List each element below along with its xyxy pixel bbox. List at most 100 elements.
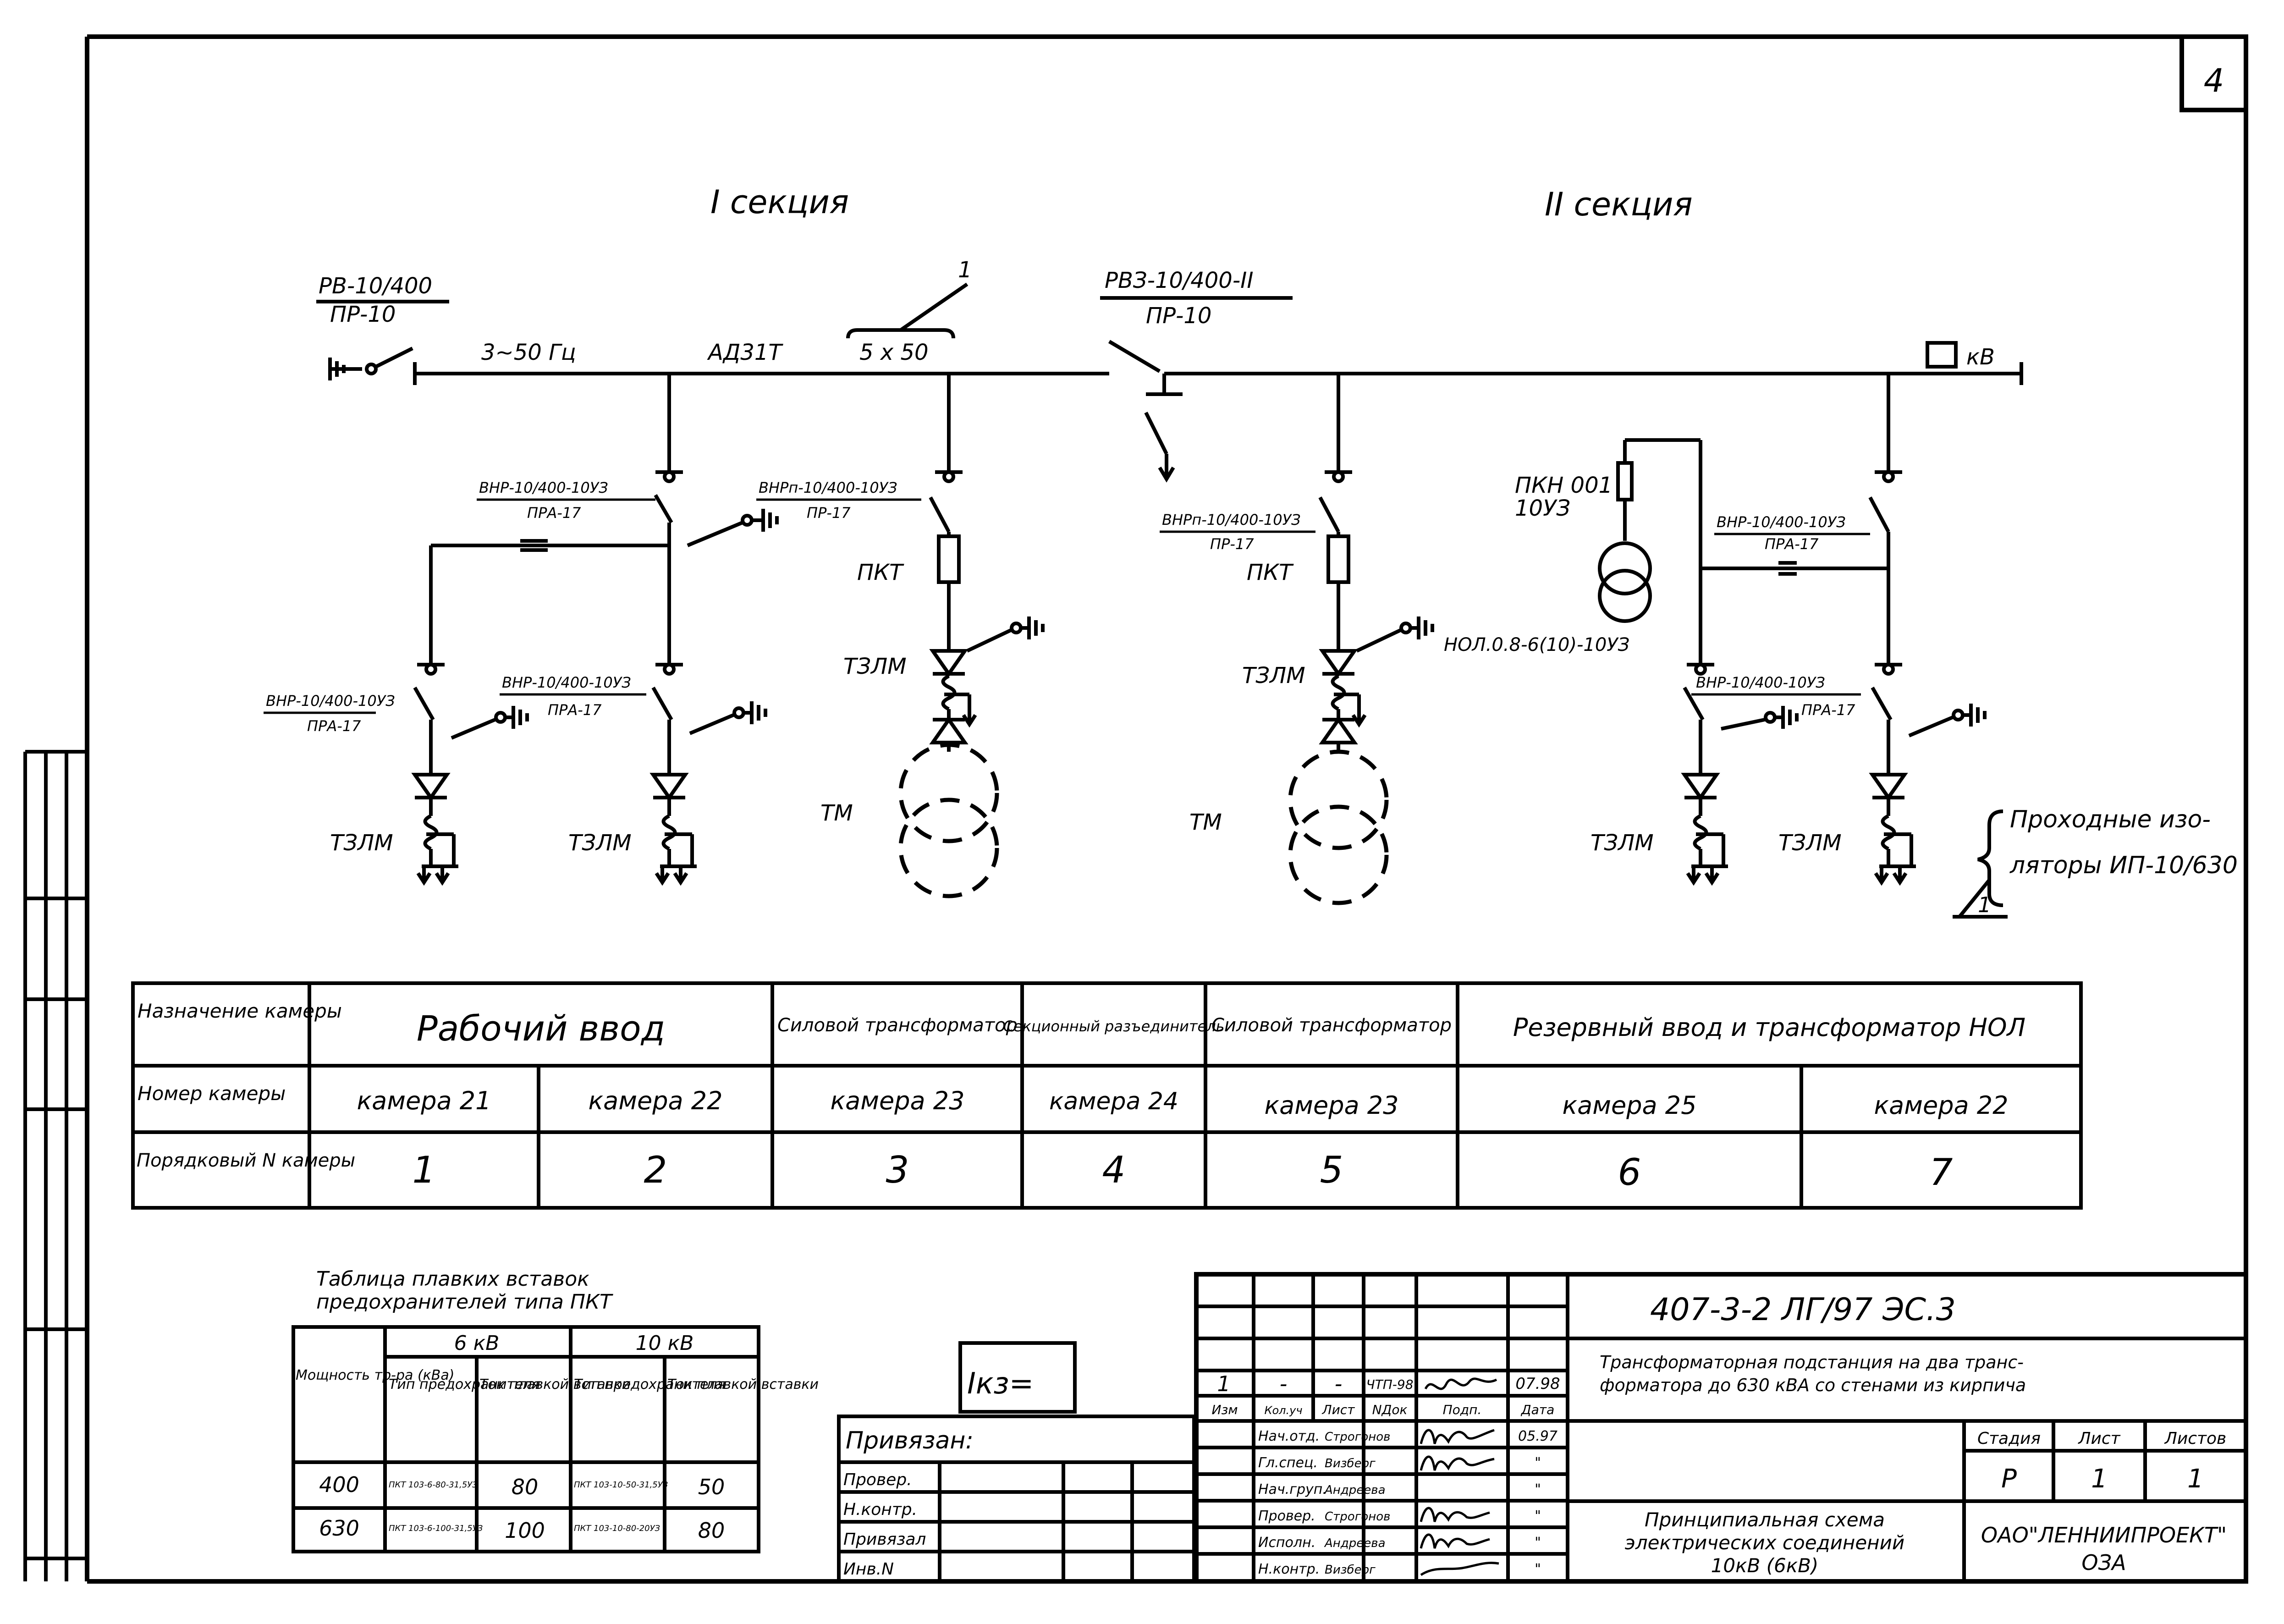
binding-block <box>837 1415 1196 1583</box>
feeder1-switch-type: ВНР-10/400-10УЗ <box>479 479 608 496</box>
insulators-callout: 1 <box>1978 892 1991 917</box>
voltage-unit: кВ <box>1966 344 1995 370</box>
ordinal-2: 2 <box>644 1149 667 1191</box>
fuse-group-10kv: 10 кВ <box>636 1332 694 1355</box>
title-block-grid <box>1194 1272 2248 1584</box>
reserve-switch-type: ВНР-10/400-10УЗ <box>1717 513 1846 531</box>
binding-row-1: Провер. <box>843 1470 912 1489</box>
chamber-number-7: камера 22 <box>1874 1091 2009 1120</box>
transformer-1-fuse: ПКТ <box>857 560 904 585</box>
transformer-1-tm: ТМ <box>820 800 853 826</box>
fuse-row1-power: 400 <box>319 1472 359 1497</box>
chamber-22-branch-right <box>1869 663 1987 886</box>
bus-frequency: 3~50 Гц <box>481 340 576 365</box>
binding-title: Привязан: <box>846 1427 974 1454</box>
sheet-value: 1 <box>2091 1464 2108 1494</box>
chamber-25-switch-type: ВНР-10/400-10УЗ <box>1696 674 1825 691</box>
sign-date-2: " <box>1535 1455 1541 1471</box>
section-2-title: II секция <box>1545 186 1693 223</box>
stage-header: Стадия <box>1977 1429 2041 1448</box>
chamber-25-switch-drive: ПРА-17 <box>1801 701 1855 719</box>
reserve-switch-drive: ПРА-17 <box>1765 535 1819 553</box>
fuse-row2-current10: 80 <box>698 1518 725 1543</box>
chamber-number-5: камера 23 <box>1265 1091 1399 1120</box>
change-doc: ЧТП-98 <box>1366 1377 1413 1392</box>
handwritten-signatures <box>1420 1429 1499 1576</box>
sign-role-6: Н.контр. <box>1258 1561 1320 1577</box>
purpose-reserve-input: Резервный ввод и трансформатор НОЛ <box>1513 1013 2025 1042</box>
doc-description-2: форматора до 630 кВА со стенами из кирпи… <box>1600 1375 2026 1395</box>
sign-name-2: Визберг <box>1325 1457 1376 1470</box>
section-switch-type: РВЗ-10/400-II <box>1105 268 1253 293</box>
insulators-note-line2: ляторы ИП-10/630 <box>2009 852 2238 879</box>
chamber-21-switch-drive: ПРА-17 <box>307 717 361 735</box>
fuse-row2-type10: ПКТ 103-10-80-20УЗ <box>574 1524 660 1533</box>
sheet-number: 4 <box>2204 62 2224 99</box>
purpose-transformer-2: Силовой трансформатор <box>1211 1015 1452 1036</box>
sign-name-4: Строгонов <box>1325 1510 1391 1524</box>
transformer-1-switch-type: ВНРп-10/400-10УЗ <box>759 479 897 496</box>
sheets-value: 1 <box>2187 1464 2204 1494</box>
drawing-name-2: электрических соединений <box>1625 1531 1904 1554</box>
sign-role-1: Нач.отд. <box>1258 1428 1320 1444</box>
fuse-power-header: Мощность тр-ра (кВа) <box>296 1367 454 1383</box>
sign-role-5: Исполн. <box>1258 1535 1315 1551</box>
sign-name-1: Строгонов <box>1325 1430 1391 1444</box>
chamber-21-switch-type: ВНР-10/400-10УЗ <box>266 692 395 710</box>
change-header-kol: Кол.уч <box>1264 1404 1302 1417</box>
sign-date-6: " <box>1535 1561 1541 1577</box>
ordinal-7: 7 <box>1930 1151 1953 1194</box>
change-date: 07.98 <box>1515 1375 1560 1393</box>
chamber-table <box>131 981 2083 1210</box>
ordinal-5: 5 <box>1320 1149 1343 1191</box>
transformer-2-ct: ТЗЛМ <box>1242 663 1305 688</box>
purpose-section-disconnector: Секционный разъединитель <box>1003 1018 1224 1035</box>
chamber-number-1: камера 21 <box>357 1086 491 1115</box>
fuse-type-header-10: Тип предохранителя <box>574 1376 726 1393</box>
change-num: 1 <box>1217 1371 1230 1396</box>
sign-name-3: Андреева <box>1324 1483 1386 1497</box>
voltage-indicator-box <box>1926 341 1958 369</box>
margin-stamp <box>23 750 87 1581</box>
pkn-fuse-type: ПКН 001 <box>1515 473 1613 498</box>
change-qty: - <box>1280 1371 1288 1396</box>
incoming-switch-type: РВ-10/400 <box>319 273 432 299</box>
fuse-group-6kv: 6 кВ <box>454 1332 500 1355</box>
section-1-title: I секция <box>710 183 849 221</box>
chamber-22b-ct: ТЗЛМ <box>1778 830 1842 856</box>
fuse-row2-current6: 100 <box>505 1518 545 1543</box>
section-disconnector <box>1108 340 1183 483</box>
organization-1: ОАО"ЛЕННИИПРОЕКТ" <box>1981 1523 2227 1547</box>
doc-code: 407-3-2 ЛГ/97 ЭС.3 <box>1650 1292 1956 1328</box>
ordinal-3: 3 <box>886 1149 909 1191</box>
fuse-row2-power: 630 <box>319 1516 359 1541</box>
reserve-input-feeder <box>1598 374 1902 666</box>
chamber-number-3: камера 23 <box>831 1086 965 1115</box>
sign-name-6: Визберг <box>1325 1563 1376 1577</box>
ikz-label: Iкз= <box>967 1367 1034 1401</box>
purpose-working-input: Рабочий ввод <box>417 1008 665 1049</box>
transformer-2-switch-drive: ПР-17 <box>1210 535 1254 553</box>
purpose-transformer-1: Силовой трансформатор <box>777 1015 1018 1036</box>
change-header-date: Дата <box>1520 1402 1555 1417</box>
chamber-22-switch-drive: ПРА-17 <box>548 701 602 719</box>
incoming-ground-switch <box>328 347 413 380</box>
section-switch-drive: ПР-10 <box>1146 303 1211 329</box>
drawing-name-1: Принципиальная схема <box>1645 1508 1885 1531</box>
sign-date-5: " <box>1535 1535 1541 1551</box>
change-header-list: Лист <box>1322 1402 1355 1417</box>
main-busbar <box>413 362 2023 385</box>
fuse-table-title-2: предохранителей типа ПКТ <box>316 1290 613 1314</box>
sign-role-4: Провер. <box>1258 1508 1315 1524</box>
chamber-number-4: камера 24 <box>1049 1088 1178 1115</box>
sign-date-3: " <box>1535 1481 1541 1497</box>
sign-name-5: Андреева <box>1324 1536 1386 1550</box>
change-header-izm: Изм <box>1212 1402 1238 1417</box>
ordinal-4: 4 <box>1102 1149 1126 1191</box>
sign-date-4: " <box>1535 1508 1541 1524</box>
chamber-22-ct: ТЗЛМ <box>568 830 632 856</box>
change-header-sign: Подп. <box>1443 1402 1482 1417</box>
drawing-name-3: 10кВ (6кВ) <box>1711 1554 1819 1577</box>
pkn-fuse-version: 10УЗ <box>1515 495 1570 521</box>
